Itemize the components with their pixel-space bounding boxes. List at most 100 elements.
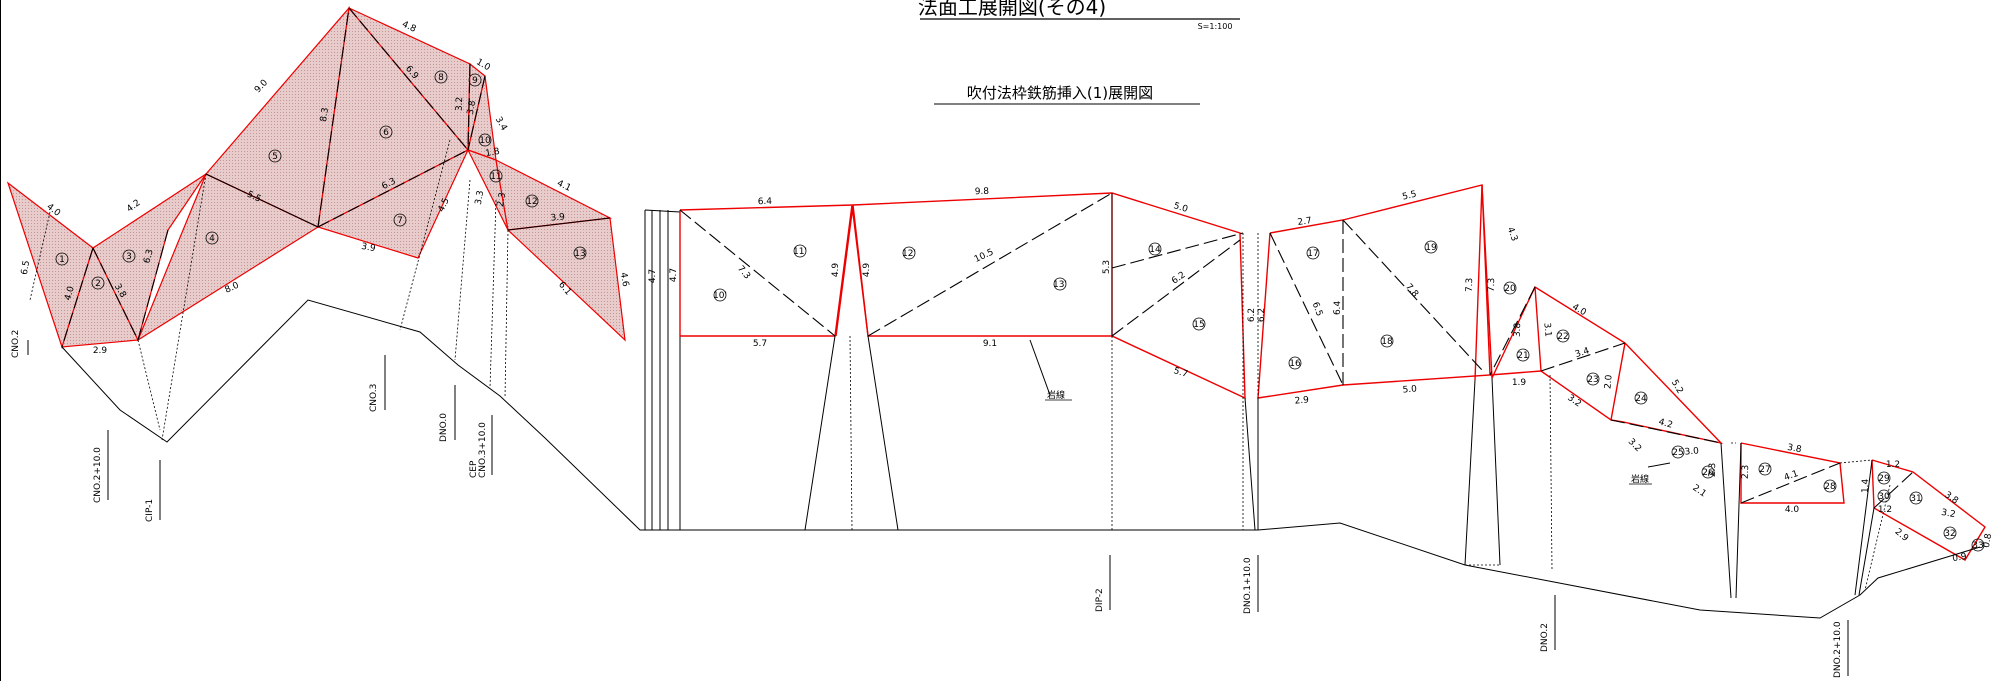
svg-text:2.3: 2.3 <box>496 192 508 208</box>
svg-text:3.9: 3.9 <box>360 242 376 254</box>
svg-text:DNO.0: DNO.0 <box>439 413 449 442</box>
svg-text:3.8: 3.8 <box>1786 443 1802 455</box>
drawing-title: 法面工展開図(その4) <box>918 0 1106 19</box>
svg-text:21: 21 <box>1517 351 1528 361</box>
svg-text:3.0: 3.0 <box>1684 446 1699 457</box>
svg-text:3.8: 3.8 <box>1513 322 1524 337</box>
svg-text:8.3: 8.3 <box>319 107 331 123</box>
rock-line-label-2: 岩線 <box>1631 473 1649 485</box>
svg-text:0.9: 0.9 <box>1952 552 1968 564</box>
svg-text:1.4: 1.4 <box>1861 478 1872 493</box>
panel-numbers <box>55 70 1985 552</box>
svg-text:3.1: 3.1 <box>1541 322 1552 337</box>
svg-text:5.7: 5.7 <box>1172 366 1189 380</box>
svg-text:7: 7 <box>397 216 403 226</box>
svg-text:16: 16 <box>1289 359 1301 369</box>
svg-text:1.8: 1.8 <box>485 147 501 159</box>
scale-label: S=1:100 <box>1198 22 1233 31</box>
svg-text:4.9: 4.9 <box>862 263 872 278</box>
svg-text:20: 20 <box>1504 284 1516 294</box>
svg-text:7.3: 7.3 <box>1465 278 1475 293</box>
svg-text:DNO.2: DNO.2 <box>1540 623 1550 652</box>
svg-text:4.0: 4.0 <box>1785 505 1800 515</box>
svg-text:5.7: 5.7 <box>753 339 767 349</box>
ground-line-left <box>61 299 665 531</box>
svg-text:9.1: 9.1 <box>983 339 997 349</box>
svg-text:26: 26 <box>1702 468 1714 478</box>
svg-text:22: 22 <box>1557 332 1568 342</box>
left-shaded-panels <box>6 6 626 349</box>
svg-text:5.0: 5.0 <box>1402 384 1417 395</box>
svg-text:5.2: 5.2 <box>1669 378 1685 395</box>
svg-text:11': 11' <box>793 247 807 257</box>
svg-text:1.2: 1.2 <box>1886 460 1900 470</box>
svg-text:3.4: 3.4 <box>1574 346 1591 360</box>
svg-text:CNO.2: CNO.2 <box>11 330 21 358</box>
svg-text:31: 31 <box>1910 494 1921 504</box>
svg-text:4.9: 4.9 <box>831 263 841 278</box>
svg-text:2.9: 2.9 <box>93 346 108 356</box>
svg-text:6.2: 6.2 <box>1257 308 1267 322</box>
svg-text:19: 19 <box>1425 243 1437 253</box>
middle-panels <box>644 184 1986 561</box>
svg-text:2.9: 2.9 <box>1294 395 1309 406</box>
svg-text:4.2: 4.2 <box>125 198 142 215</box>
svg-text:4: 4 <box>209 234 215 244</box>
svg-text:30: 30 <box>1878 492 1890 502</box>
svg-text:6.3: 6.3 <box>142 248 155 264</box>
svg-text:2.3: 2.3 <box>1741 465 1751 480</box>
svg-text:18: 18 <box>1381 337 1393 347</box>
svg-text:33: 33 <box>1972 541 1983 551</box>
svg-text:3.2: 3.2 <box>1565 393 1582 409</box>
svg-text:3: 3 <box>126 252 132 262</box>
svg-text:CIP-1: CIP-1 <box>145 499 155 522</box>
svg-text:5.5: 5.5 <box>1401 190 1417 203</box>
svg-text:9: 9 <box>472 76 478 86</box>
projection-lines-left <box>29 139 509 441</box>
svg-text:2: 2 <box>95 279 101 289</box>
svg-text:27: 27 <box>1759 465 1770 475</box>
station-marks <box>27 340 1849 676</box>
svg-text:10: 10 <box>479 136 491 146</box>
svg-text:DIP-2: DIP-2 <box>1095 588 1105 612</box>
rock-line-label-1: 岩線 <box>1047 389 1065 401</box>
svg-text:6.4: 6.4 <box>1333 300 1344 315</box>
ground-line-middle <box>645 335 1981 619</box>
svg-text:12': 12' <box>902 249 916 259</box>
svg-text:1.9: 1.9 <box>1512 378 1527 388</box>
station-labels: CNO.2 CNO.2+10.0 CIP-1 CNO.3 DNO.0 CEP C… <box>11 330 1843 678</box>
svg-text:DNO.2+10.0: DNO.2+10.0 <box>1833 621 1843 678</box>
svg-text:25: 25 <box>1672 448 1683 458</box>
svg-text:6.2: 6.2 <box>1170 270 1187 286</box>
svg-text:8: 8 <box>438 73 444 83</box>
svg-text:CEP: CEP <box>469 460 479 478</box>
svg-text:3.8: 3.8 <box>1942 490 1960 507</box>
svg-text:7.3: 7.3 <box>1487 278 1497 293</box>
drawing-subtitle: 吹付法枠鉄筋挿入(1)展開図 <box>967 84 1153 102</box>
svg-text:4.7: 4.7 <box>648 269 658 283</box>
svg-text:17: 17 <box>1307 249 1318 259</box>
svg-text:9.0: 9.0 <box>253 78 270 95</box>
svg-text:4.0: 4.0 <box>63 285 76 302</box>
svg-text:6.2: 6.2 <box>1247 308 1257 322</box>
svg-text:28: 28 <box>1824 482 1836 492</box>
svg-text:13: 13 <box>574 249 585 259</box>
svg-text:1.2: 1.2 <box>1878 505 1892 515</box>
svg-text:4.2: 4.2 <box>1657 417 1673 430</box>
svg-text:3.2: 3.2 <box>1626 437 1643 454</box>
svg-text:4.3: 4.3 <box>1505 226 1519 243</box>
svg-text:DNO.1+10.0: DNO.1+10.0 <box>1243 557 1253 614</box>
projection-lines-middle <box>805 233 1891 591</box>
svg-text:4.6: 4.6 <box>618 272 630 288</box>
svg-text:5.0: 5.0 <box>1172 201 1189 215</box>
svg-text:CNO.3+10.0: CNO.3+10.0 <box>478 422 488 478</box>
dimension-labels: 4.0 6.5 4.2 4.0 3.8 2.9 6.3 9.0 5.5 8.0 … <box>20 20 1994 565</box>
svg-text:0.8: 0.8 <box>1982 532 1994 548</box>
svg-text:CNO.3: CNO.3 <box>369 384 379 412</box>
svg-text:32: 32 <box>1944 529 1955 539</box>
svg-text:29: 29 <box>1878 474 1890 484</box>
svg-text:CNO.2+10.0: CNO.2+10.0 <box>93 447 103 503</box>
svg-text:6.5: 6.5 <box>1310 301 1324 318</box>
svg-text:4.7: 4.7 <box>669 268 679 282</box>
